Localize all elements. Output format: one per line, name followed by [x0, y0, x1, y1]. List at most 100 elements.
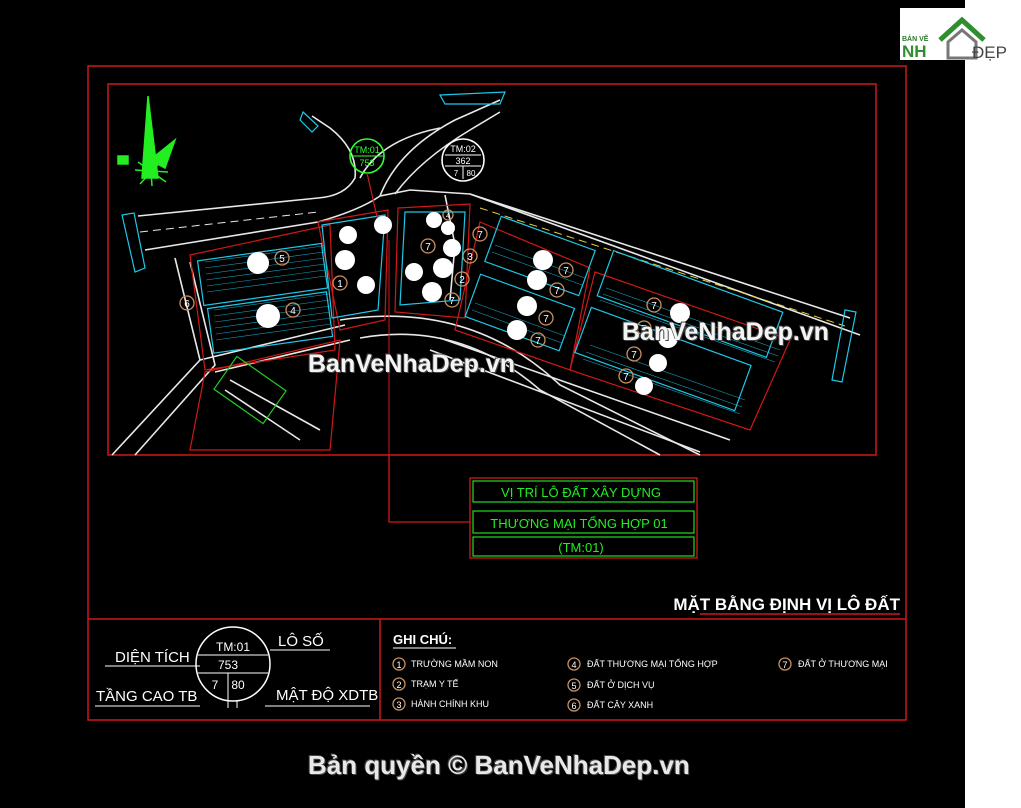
svg-text:7: 7 [623, 372, 629, 383]
svg-text:6: 6 [184, 299, 190, 310]
tag-floors: 7 [454, 169, 459, 178]
svg-text:TRƯỜNG MẦM NON: TRƯỜNG MẦM NON [411, 659, 498, 669]
lot-badge[interactable]: 7 [444, 292, 460, 308]
road-ends [121, 91, 857, 383]
key-code: TM:01 [216, 640, 250, 654]
tag-density: 80 [467, 169, 476, 178]
lot-badge[interactable]: 7 [558, 262, 574, 278]
watermark-right: BanVeNhaDep.vn [622, 318, 830, 346]
lot-badge[interactable]: 7 [646, 297, 662, 313]
svg-text:2: 2 [396, 680, 401, 690]
note-item-6: 6 ĐẤT CÂY XANH [567, 698, 653, 712]
lot-badge[interactable]: 4 [285, 302, 301, 318]
notes-title: GHI CHÚ: [393, 632, 452, 647]
svg-text:1: 1 [337, 279, 343, 290]
svg-text:5: 5 [571, 681, 576, 691]
copyright-watermark: Bản quyền © BanVeNhaDep.vn [308, 750, 690, 780]
lot-badge[interactable]: 7 [549, 282, 565, 298]
lot-badge[interactable]: 4 [442, 209, 454, 221]
svg-text:7: 7 [631, 350, 637, 361]
lot-badge[interactable]: 7 [530, 332, 546, 348]
site-plan-map: TM:01 753 TM:02 362 7 80 [107, 83, 877, 456]
plot-tag-tm01[interactable]: TM:01 753 [349, 138, 385, 174]
note-item-4: 4 ĐẤT THƯƠNG MẠI TỔNG HỢP [567, 657, 718, 671]
site-logo[interactable]: BẢN VẼ NH ĐẸP [900, 8, 1018, 62]
location-line1: VỊ TRÍ LÔ ĐẤT XÂY DỰNG [501, 485, 661, 500]
tag-code: TM:01 [354, 145, 380, 155]
svg-text:7: 7 [425, 242, 431, 253]
tag-code: TM:02 [450, 144, 476, 154]
lot-badge[interactable]: 7 [636, 320, 652, 336]
lot-badge[interactable]: 1 [332, 275, 348, 291]
lot-badge[interactable]: 3 [462, 248, 478, 264]
lot-badge[interactable]: 5 [274, 250, 290, 266]
tag-area: 362 [455, 156, 470, 166]
watermark-left: BanVeNhaDep.vn [308, 350, 516, 378]
key-label-area: DIỆN TÍCH [115, 649, 190, 666]
svg-text:ĐẤT Ở THƯƠNG MẠI: ĐẤT Ở THƯƠNG MẠI [798, 658, 888, 669]
lot-badge[interactable]: 7 [538, 310, 554, 326]
parking-hatch [204, 244, 781, 415]
plot-tag-tm02[interactable]: TM:02 362 7 80 [441, 138, 485, 182]
svg-text:4: 4 [571, 660, 576, 670]
lot-badge[interactable]: 6 [179, 295, 195, 311]
lot-badge[interactable]: 7 [618, 368, 634, 384]
svg-text:7: 7 [782, 660, 787, 670]
key-floors: 7 [212, 678, 219, 692]
key-label-floors: TẦNG CAO TB [96, 688, 197, 705]
svg-text:7: 7 [535, 336, 541, 347]
note-item-3: 3 HÀNH CHÍNH KHU [392, 697, 489, 711]
location-leader [388, 455, 470, 523]
notes-panel: GHI CHÚ: 1 TRƯỜNG MẦM NON 2 TRẠM Y TẾ 3 … [392, 632, 888, 712]
key-area: 753 [218, 658, 238, 672]
svg-text:ĐẤT Ở DỊCH VỤ: ĐẤT Ở DỊCH VỤ [587, 679, 655, 690]
svg-text:3: 3 [396, 700, 401, 710]
location-line3: (TM:01) [558, 540, 604, 555]
plot-boundaries [189, 203, 791, 451]
note-item-5: 5 ĐẤT Ở DỊCH VỤ [567, 678, 655, 692]
svg-text:7: 7 [651, 301, 657, 312]
sheet-title: MẶT BẰNG ĐỊNH VỊ LÔ ĐẤT [673, 595, 900, 614]
note-item-2: 2 TRẠM Y TẾ [392, 677, 459, 691]
key-label-lot: LÔ SỐ [278, 632, 324, 650]
svg-text:5: 5 [279, 254, 285, 265]
note-item-7: 7 ĐẤT Ở THƯƠNG MẠI [778, 657, 888, 671]
key-density: 80 [231, 678, 245, 692]
location-line2: THƯƠNG MẠI TỔNG HỢP 01 [490, 516, 667, 531]
sheet-frame [87, 65, 907, 721]
lot-badge[interactable]: 7 [472, 226, 488, 242]
svg-text:ĐẤT CÂY XANH: ĐẤT CÂY XANH [587, 700, 653, 710]
lot-badge[interactable]: 7 [420, 238, 436, 254]
note-item-1: 1 TRƯỜNG MẦM NON [392, 657, 498, 671]
svg-text:HÀNH CHÍNH KHU: HÀNH CHÍNH KHU [411, 699, 489, 709]
svg-text:4: 4 [446, 213, 450, 220]
building-icons [247, 212, 690, 395]
lot-badges: 5 4 1 6 7 7 3 2 7 7 7 7 7 7 7 7 7 4 [179, 209, 662, 384]
north-arrow [117, 95, 177, 187]
svg-text:7: 7 [641, 324, 647, 335]
svg-text:4: 4 [290, 306, 296, 317]
tag-area: 753 [359, 158, 374, 168]
svg-text:TRẠM Y TẾ: TRẠM Y TẾ [411, 679, 459, 689]
logo-tail-text: ĐẸP [972, 43, 1007, 62]
lot-badge[interactable]: 2 [454, 271, 470, 287]
lot-badge[interactable]: 7 [626, 346, 642, 362]
svg-text:1: 1 [396, 660, 401, 670]
svg-text:7: 7 [554, 286, 560, 297]
map-viewport [107, 83, 877, 456]
svg-text:2: 2 [459, 275, 465, 286]
svg-text:7: 7 [449, 296, 455, 307]
cad-drawing: TM:01 753 TM:02 362 7 80 [87, 65, 907, 721]
house-logo-icon [938, 16, 986, 60]
legend-key: TM:01 753 7 80 DIỆN TÍCH LÔ SỐ TẦNG CAO … [95, 626, 378, 708]
right-margin-strip [965, 0, 1021, 808]
svg-text:ĐẤT THƯƠNG MẠI TỔNG HỢP: ĐẤT THƯƠNG MẠI TỔNG HỢP [587, 658, 718, 669]
svg-text:7: 7 [563, 266, 569, 277]
svg-text:6: 6 [571, 701, 576, 711]
road-centerline-yellow [479, 207, 846, 327]
key-label-density: MẬT ĐỘ XDTB [276, 687, 378, 704]
svg-text:7: 7 [477, 230, 483, 241]
svg-text:3: 3 [467, 252, 473, 263]
location-box: VỊ TRÍ LÔ ĐẤT XÂY DỰNG THƯƠNG MẠI TỔNG H… [469, 477, 698, 559]
logo-small-text: BẢN VẼ [902, 36, 929, 43]
